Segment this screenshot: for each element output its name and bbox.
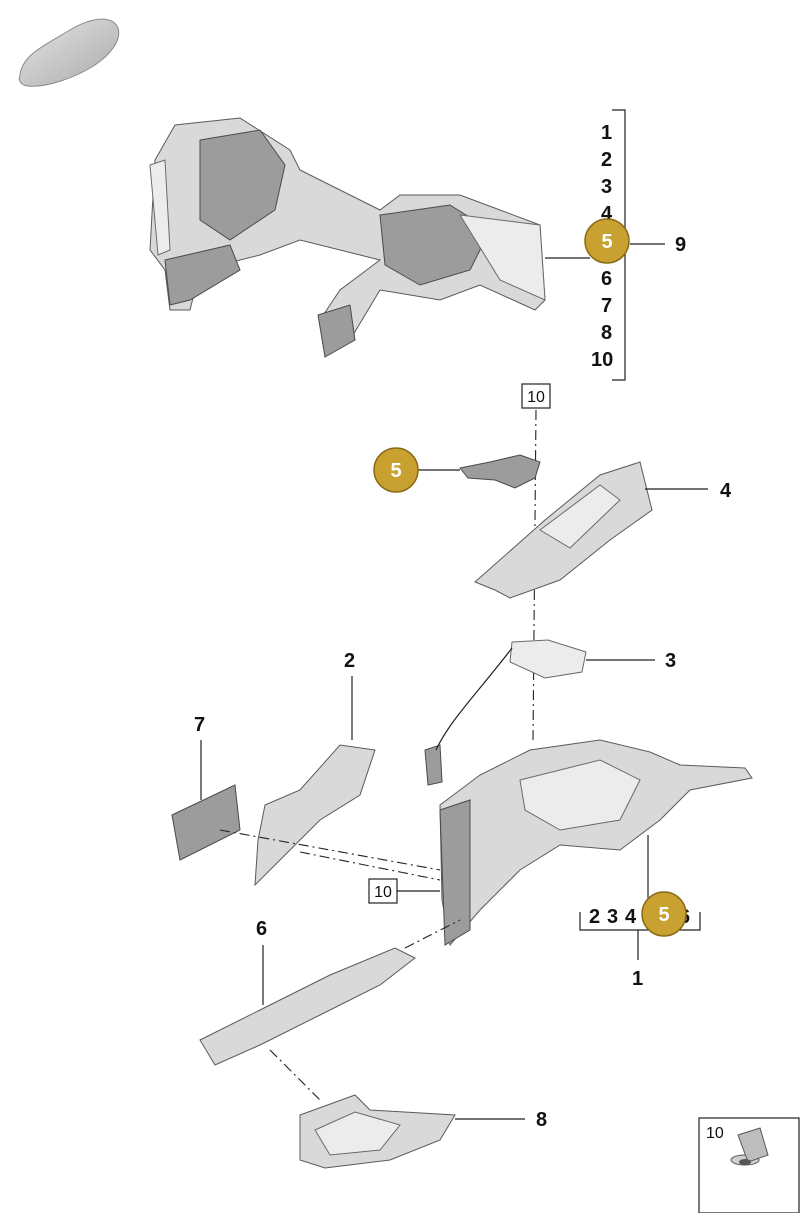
bracket-item-8: 8 bbox=[601, 322, 612, 344]
part-1-wheelhouse bbox=[439, 739, 753, 947]
bracket-target-9: 9 bbox=[675, 234, 686, 256]
svg-text:10: 10 bbox=[706, 1125, 724, 1142]
bracket-item-3: 3 bbox=[601, 176, 612, 198]
svg-text:5: 5 bbox=[390, 460, 401, 482]
car-silhouette-icon bbox=[18, 18, 120, 87]
part-8-panel bbox=[299, 1094, 456, 1169]
callout-8: 8 bbox=[536, 1109, 547, 1131]
bracket-item-7: 7 bbox=[601, 295, 612, 317]
bracket-list: 1 2 3 4 6 7 8 10 9 5 bbox=[545, 109, 686, 381]
svg-text:5: 5 bbox=[601, 231, 612, 253]
svg-text:4: 4 bbox=[625, 906, 637, 928]
svg-text:10: 10 bbox=[527, 389, 545, 406]
bracket-item-6: 6 bbox=[601, 268, 612, 290]
part-5-bracket bbox=[459, 454, 541, 489]
callout-7: 7 bbox=[194, 714, 205, 736]
callout-10-mid: 10 bbox=[368, 878, 398, 904]
highlight-badge-bottom[interactable]: 5 bbox=[641, 891, 687, 937]
rivet-icon bbox=[730, 1127, 769, 1166]
part-6-rail bbox=[199, 947, 416, 1066]
front-structure-assembly bbox=[149, 117, 546, 358]
bracket-item-2: 2 bbox=[601, 149, 612, 171]
callout-2: 2 bbox=[344, 650, 355, 672]
svg-text:5: 5 bbox=[658, 904, 669, 926]
group-1-bracket: 2 3 4 6 1 5 bbox=[579, 835, 701, 990]
highlight-badge-top[interactable]: 5 bbox=[584, 218, 630, 264]
part-4-rail bbox=[474, 461, 653, 599]
svg-text:3: 3 bbox=[607, 906, 618, 928]
svg-text:2: 2 bbox=[589, 906, 600, 928]
callout-3: 3 bbox=[665, 650, 676, 672]
bracket-item-1: 1 bbox=[601, 122, 612, 144]
svg-text:10: 10 bbox=[374, 884, 392, 901]
part-3-plate bbox=[424, 639, 587, 786]
highlight-badge-mid[interactable]: 5 bbox=[373, 447, 419, 493]
callout-4: 4 bbox=[720, 480, 732, 502]
bracket-item-10: 10 bbox=[591, 349, 613, 371]
callout-1: 1 bbox=[632, 968, 643, 990]
callout-10-top: 10 bbox=[521, 383, 551, 409]
part-7-plate bbox=[171, 784, 241, 861]
callout-6: 6 bbox=[256, 918, 267, 940]
part-2-panel bbox=[254, 744, 376, 887]
rivet-legend-box: 10 bbox=[698, 1117, 800, 1213]
